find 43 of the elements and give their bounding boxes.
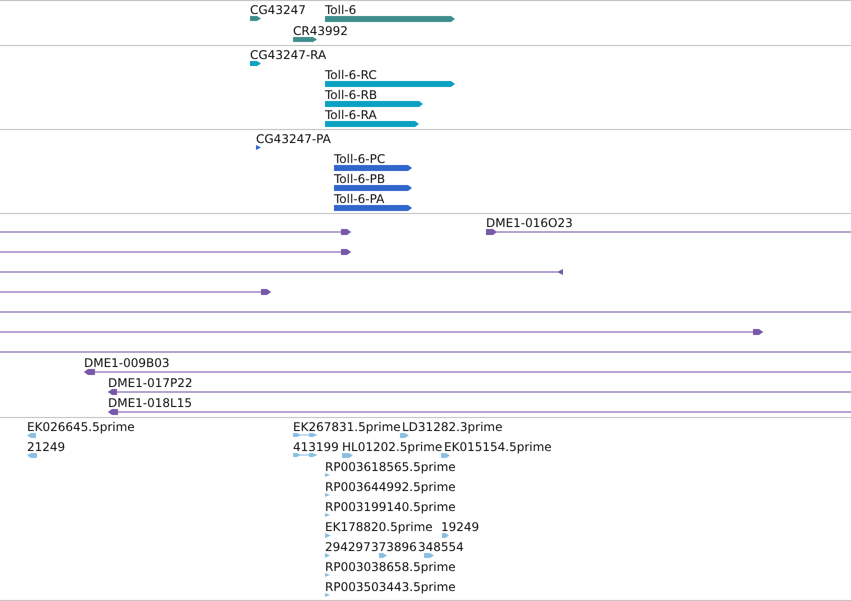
feature-label: Toll-6-RB bbox=[325, 88, 378, 100]
feature-line bbox=[0, 289, 271, 295]
feature-label: RP003503443.5prime bbox=[325, 580, 456, 592]
track-band bbox=[0, 213, 851, 418]
feature-label: RP003199140.5prime bbox=[325, 500, 456, 512]
feature-label: HL01202.5prime bbox=[342, 440, 442, 452]
feature-label: Toll-6-PC bbox=[334, 152, 386, 164]
feature-label: Toll-6-RA bbox=[325, 108, 377, 120]
feature-label: EK178820.5prime bbox=[325, 520, 433, 532]
feature-line bbox=[0, 229, 351, 235]
feature-label: 413199 bbox=[293, 440, 339, 452]
feature-label: 348554 bbox=[418, 540, 464, 552]
feature-label: RP003038658.5prime bbox=[325, 560, 456, 572]
feature-label: EK026645.5prime bbox=[27, 420, 135, 432]
feature-label: 294297 bbox=[325, 540, 371, 552]
feature-label: DME1-017P22 bbox=[108, 376, 193, 388]
feature-label: 21249 bbox=[27, 440, 66, 452]
feature-label: Toll-6-RC bbox=[325, 68, 377, 80]
feature-line bbox=[0, 249, 351, 255]
feature-label: CG43247-RA bbox=[250, 48, 326, 60]
track-band bbox=[0, 45, 851, 130]
feature-line bbox=[0, 349, 851, 355]
feature-label: EK015154.5prime bbox=[444, 440, 552, 452]
feature-label: DME1-018L15 bbox=[108, 396, 192, 408]
track-band bbox=[0, 417, 851, 601]
feature-line bbox=[0, 329, 763, 335]
feature-label: Toll-6-PB bbox=[334, 172, 386, 184]
feature-label: DME1-009B03 bbox=[84, 356, 170, 368]
feature-label: Toll-6-PA bbox=[334, 192, 384, 204]
feature-label: 373896 bbox=[371, 540, 417, 552]
feature-label: LD31282.3prime bbox=[402, 420, 503, 432]
feature-label: CG43247-PA bbox=[256, 132, 331, 144]
feature-label: 19249 bbox=[441, 520, 480, 532]
feature-label: EK267831.5prime bbox=[293, 420, 401, 432]
feature-label: RP003618565.5prime bbox=[325, 460, 456, 472]
feature-label: RP003644992.5prime bbox=[325, 480, 456, 492]
feature-label: Toll-6 bbox=[325, 4, 356, 16]
feature-label: CG43247 bbox=[250, 4, 306, 16]
track-band bbox=[0, 129, 851, 214]
feature-label: DME1-016O23 bbox=[486, 216, 573, 228]
feature-line bbox=[0, 269, 563, 275]
feature-label: CR43992 bbox=[293, 24, 348, 36]
feature-line bbox=[0, 309, 851, 315]
